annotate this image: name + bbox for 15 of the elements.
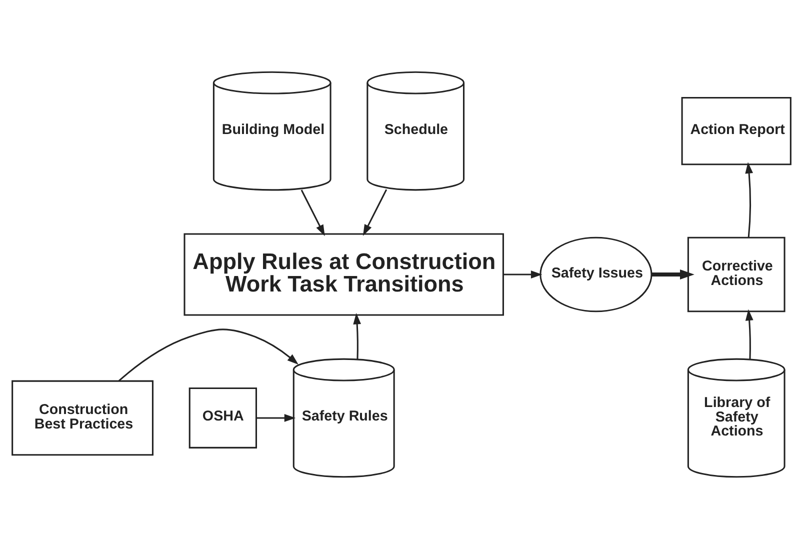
node-box: OSHA <box>188 387 257 448</box>
node-ellipse: Safety Issues <box>540 236 652 312</box>
arrow <box>652 269 694 280</box>
arrow <box>745 162 754 238</box>
arrow <box>745 309 754 359</box>
node-box: Corrective Actions <box>687 236 786 312</box>
arrow <box>118 328 298 382</box>
node-box: Action Report <box>681 96 792 166</box>
arrow <box>353 312 362 360</box>
node-box: Apply Rules at Construction Work Task Transitions <box>184 233 504 316</box>
arrow <box>300 190 325 236</box>
arrow <box>362 189 388 236</box>
node-box: Construction Best Practices <box>12 380 154 456</box>
arrow <box>256 414 296 422</box>
arrow <box>503 270 542 278</box>
